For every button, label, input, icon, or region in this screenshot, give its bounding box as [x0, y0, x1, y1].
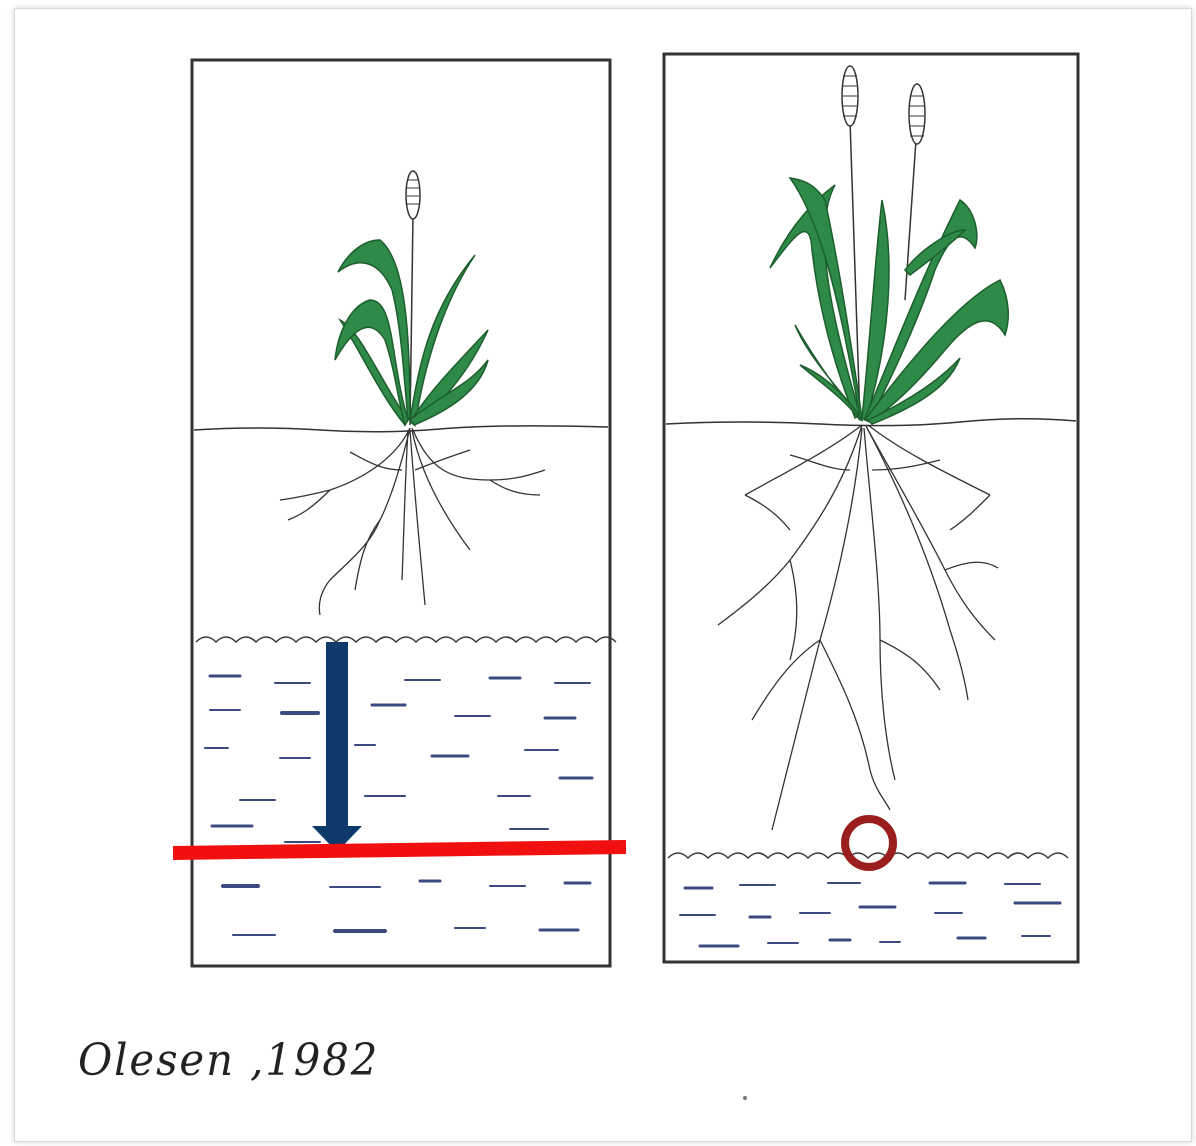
left-panel: [192, 60, 616, 966]
left-panel-border: [192, 60, 610, 966]
citation-caption: Olesen ,1982: [78, 1035, 379, 1086]
water-table-line: [173, 847, 626, 853]
right-panel: [664, 54, 1078, 962]
speck: [743, 1096, 747, 1100]
